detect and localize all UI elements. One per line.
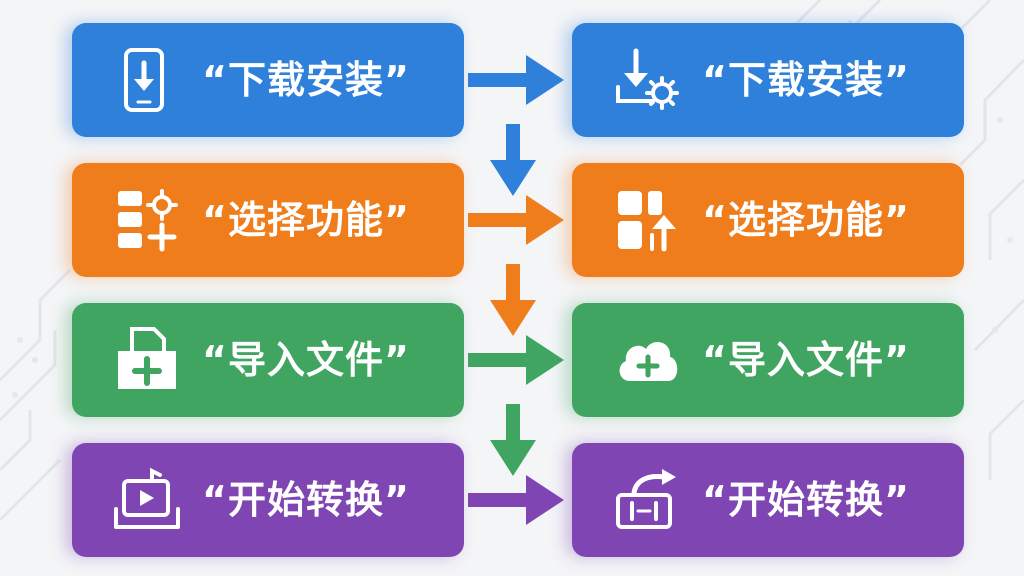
arrow-right-row1	[468, 55, 564, 105]
step-label: “下载安装”	[202, 58, 410, 102]
step-card-select-function-left[interactable]: “选择功能”	[72, 163, 464, 277]
arrow-down-2	[490, 264, 536, 336]
arrow-right-row2	[468, 195, 564, 245]
step-label: “选择功能”	[702, 198, 910, 242]
step-label: “开始转换”	[202, 478, 410, 522]
step-card-import-file-left[interactable]: “导入文件”	[72, 303, 464, 417]
video-convert-icon	[114, 467, 180, 529]
phone-download-icon	[124, 48, 164, 112]
grid-arrow-up-icon	[618, 191, 676, 252]
step-label: “选择功能”	[202, 198, 410, 242]
arrow-down-1	[490, 124, 536, 196]
step-label: “导入文件”	[702, 338, 910, 382]
step-card-import-file-right[interactable]: “导入文件”	[572, 303, 964, 417]
grid-gear-plus-icon	[118, 189, 178, 252]
convert-arrow-icon	[616, 469, 676, 529]
step-card-select-function-right[interactable]: “选择功能”	[572, 163, 964, 277]
file-import-icon	[118, 327, 176, 389]
download-gear-icon	[616, 48, 679, 110]
step-card-start-convert-left[interactable]: “开始转换”	[72, 443, 464, 557]
step-card-download-install-right[interactable]: “下载安装”	[572, 23, 964, 137]
step-label: “下载安装”	[702, 58, 910, 102]
arrow-right-row3	[468, 335, 564, 385]
cloud-plus-icon	[619, 342, 678, 381]
step-card-download-install-left[interactable]: “下载安装”	[72, 23, 464, 137]
arrow-down-3	[490, 404, 536, 476]
step-card-start-convert-right[interactable]: “开始转换”	[572, 443, 964, 557]
step-label: “开始转换”	[702, 478, 910, 522]
arrow-right-row4	[468, 475, 564, 525]
step-label: “导入文件”	[202, 338, 410, 382]
